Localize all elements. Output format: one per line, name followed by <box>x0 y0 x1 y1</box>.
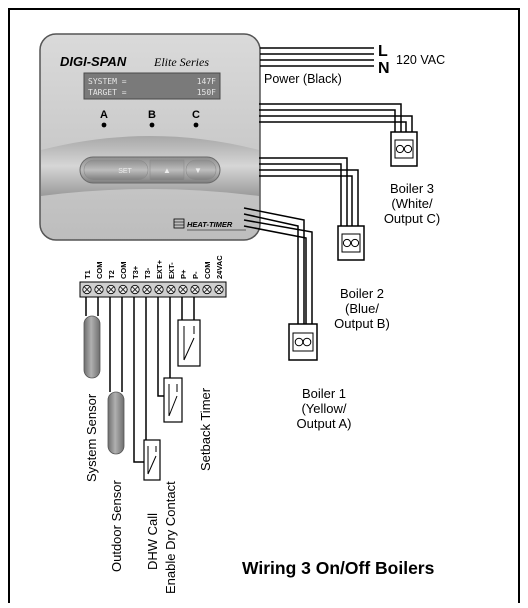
boiler-2-name: Boiler 2 <box>340 286 384 301</box>
boiler-3-color: (White/ <box>391 196 433 211</box>
display-line1-label: SYSTEM = <box>88 77 127 86</box>
terminal-screw-slot <box>180 286 186 293</box>
terminal-strip <box>79 281 227 298</box>
terminal-label: P+ <box>179 269 188 279</box>
terminal-label: T3- <box>143 267 152 279</box>
brand-series: Elite Series <box>153 55 209 69</box>
system-sensor-label: System Sensor <box>84 393 99 482</box>
terminal-label: T3+ <box>131 265 140 279</box>
boiler-2-wiring <box>259 157 359 226</box>
boiler-2-terminal-block <box>337 225 365 261</box>
maker-logo-icon <box>173 218 185 229</box>
boiler-2-color: (Blue/ <box>345 301 379 316</box>
terminal-screw-slot <box>84 286 90 293</box>
system-sensor-icon <box>83 315 101 379</box>
terminal-label: EXT- <box>167 262 176 279</box>
down-arrow-icon: ▼ <box>194 166 202 175</box>
terminal-screw-slot <box>108 286 114 293</box>
up-button[interactable]: ▲ <box>149 159 185 181</box>
terminal-screw-slot <box>96 286 102 293</box>
terminal-label: COM <box>119 262 128 280</box>
outer-frame <box>8 8 520 603</box>
outdoor-sensor-icon <box>107 391 125 455</box>
boiler-1-color: (Yellow/ <box>301 401 346 416</box>
setback-timer-switch-icon <box>177 319 201 367</box>
indicator-c-led <box>193 122 199 128</box>
boiler-3-wiring <box>259 103 413 132</box>
dry-contact-switch-icon <box>163 377 183 423</box>
brand-logo: DIGI-SPAN <box>60 54 127 69</box>
setback-timer-label: Setback Timer <box>198 387 213 471</box>
maker-name: HEAT-TIMER <box>187 220 233 229</box>
dhw-switch-icon <box>143 439 161 481</box>
indicator-a-led <box>101 122 107 128</box>
terminal-screw-slot <box>204 286 210 293</box>
field-wiring <box>85 297 195 463</box>
neutral-terminal-label: N <box>378 60 390 77</box>
boiler-1-output: Output A) <box>297 416 352 431</box>
down-button[interactable]: ▼ <box>185 159 217 181</box>
boiler-3-terminal-block <box>390 131 418 167</box>
terminal-label: 24VAC <box>215 255 224 279</box>
terminal-screw-slot <box>132 286 138 293</box>
diagram-title: Wiring 3 On/Off Boilers <box>242 558 435 578</box>
up-arrow-icon: ▲ <box>163 166 171 175</box>
terminal-label: P- <box>191 271 200 279</box>
terminal-label: T1 <box>83 270 92 279</box>
indicator-a-label: A <box>100 109 108 121</box>
terminal-screw-slot <box>216 286 222 293</box>
dry-contact-label: Enable Dry Contact <box>163 481 178 594</box>
terminal-screw-slot <box>144 286 150 293</box>
outdoor-sensor-label: Outdoor Sensor <box>109 480 124 572</box>
terminal-label: COM <box>95 262 104 280</box>
terminal-label: T2 <box>107 270 116 279</box>
display-line2-value: 150F <box>197 88 216 97</box>
terminal-label: COM <box>203 262 212 280</box>
indicator-b-label: B <box>148 109 156 121</box>
controller-unit: DIGI-SPAN Elite Series SYSTEM = 147F TAR… <box>39 33 261 241</box>
terminal-screw-slot <box>120 286 126 293</box>
boiler-1-terminal-block <box>288 323 318 361</box>
display-line2-label: TARGET = <box>88 88 127 97</box>
line-terminal-label: L <box>378 43 388 60</box>
set-button-label: SET <box>118 168 132 175</box>
set-button[interactable]: SET <box>83 159 149 181</box>
terminal-label: EXT+ <box>155 259 164 279</box>
boiler-1-wiring <box>243 207 313 324</box>
boiler-1-name: Boiler 1 <box>302 386 346 401</box>
power-wiring <box>260 47 374 67</box>
voltage-label: 120 VAC <box>396 53 445 67</box>
indicator-b-led <box>149 122 155 128</box>
indicator-c-label: C <box>192 109 200 121</box>
terminal-screw-slot <box>168 286 174 293</box>
terminal-strip-body <box>79 281 227 298</box>
dhw-call-label: DHW Call <box>145 513 160 570</box>
terminal-screw-slot <box>192 286 198 293</box>
boiler-3-name: Boiler 3 <box>390 181 434 196</box>
boiler-3-output: Output C) <box>384 211 440 226</box>
display-line1-value: 147F <box>197 77 216 86</box>
lcd-display <box>83 72 221 100</box>
button-pad: SET ▲ ▼ <box>79 156 221 184</box>
boiler-2-output: Output B) <box>334 316 390 331</box>
terminal-screw-slot <box>156 286 162 293</box>
power-caption: Power (Black) <box>264 72 342 86</box>
